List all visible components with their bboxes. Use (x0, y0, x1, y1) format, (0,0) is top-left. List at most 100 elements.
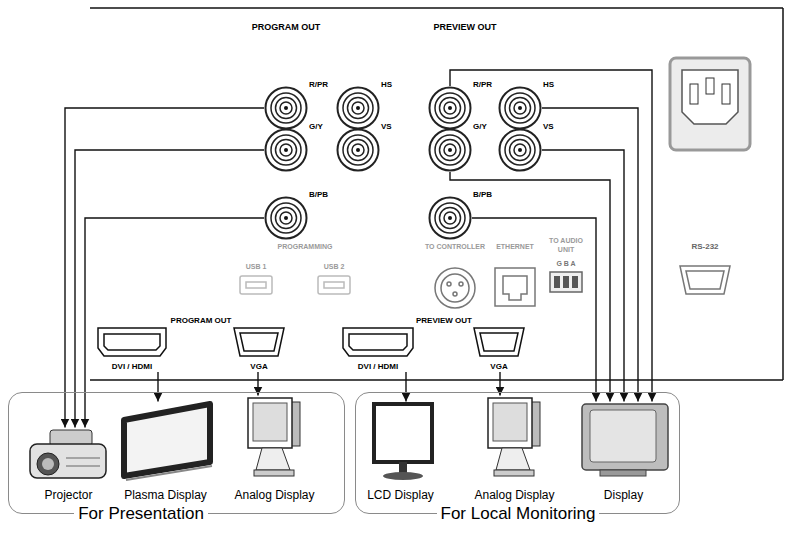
panel-label: TO CONTROLLER (425, 242, 485, 251)
video-cable (542, 108, 638, 402)
bnc-shape (498, 128, 542, 172)
bnc-ring (280, 212, 292, 224)
bnc-ring (280, 144, 292, 156)
bnc-shape (264, 196, 308, 240)
bnc-ring (284, 106, 288, 110)
port-label: DVI / HDMI (112, 362, 152, 372)
bnc-ring (448, 148, 452, 152)
label-holder: RS-232 (691, 242, 718, 252)
label-holder: USB 1 (246, 262, 267, 271)
bnc-ring (505, 135, 535, 165)
panel-outline-part (90, 379, 783, 381)
panel-label: USB 1 (246, 262, 267, 271)
bnc-label: HS (543, 80, 554, 90)
bnc-label: R/PR (473, 80, 492, 90)
bnc-label: HS (381, 80, 392, 90)
bnc-label: B/PB (309, 190, 328, 200)
video-cable (542, 150, 624, 402)
bnc-connector: R/PR (264, 86, 308, 130)
plasma-display-icon-part (126, 466, 212, 480)
bnc-shape (428, 196, 472, 240)
bnc-ring (510, 140, 531, 161)
bnc-ring (348, 140, 369, 161)
power-inlet-part (670, 58, 750, 150)
bnc-ring (352, 144, 364, 156)
rs232-connector-part (680, 266, 730, 294)
bnc-connector: G/Y (264, 128, 308, 172)
xlr-connector-part (447, 282, 451, 286)
panel-outline (90, 8, 783, 380)
bnc-ring (500, 130, 541, 171)
port-label: DVI / HDMI (358, 362, 398, 372)
xlr-connector-part (441, 274, 469, 302)
bnc-ring (276, 140, 297, 161)
label-holder: PREVIEW OUT (433, 22, 496, 33)
power-inlet (670, 58, 750, 150)
power-inlet-part (706, 78, 714, 94)
label-holder: ETHERNET (496, 242, 534, 251)
bnc-shape (336, 128, 380, 172)
bnc-ring (435, 135, 465, 165)
bnc-label: B/PB (473, 190, 492, 200)
label-holder: PROGRAMMING (278, 242, 333, 251)
bnc-ring (276, 98, 297, 119)
bnc-shape (336, 86, 380, 130)
label-holder: PROGRAM OUT (171, 316, 232, 326)
video-port: VGA (472, 326, 526, 372)
video-cable (85, 218, 264, 428)
lcd-display-icon-part (374, 404, 432, 462)
bnc-ring (435, 93, 465, 123)
video-port: VGA (232, 326, 286, 372)
bnc-ring (266, 88, 307, 129)
bnc-label: VS (381, 122, 392, 132)
video-cable (65, 108, 264, 428)
bnc-ring (435, 203, 465, 233)
panel-label: PREVIEW OUT (433, 22, 496, 33)
dvi-connector-part (349, 334, 407, 350)
bnc-ring (440, 208, 461, 229)
panel-label: G B A (556, 259, 575, 268)
panel-label: PROGRAM OUT (171, 316, 232, 326)
bnc-shape (498, 86, 542, 130)
bnc-ring (266, 130, 307, 171)
video-port: DVI / HDMI (96, 326, 168, 372)
vga-connector (234, 328, 524, 356)
dvi-connector-part (104, 334, 160, 350)
bnc-ring (338, 88, 379, 129)
rs232-connector-part (686, 271, 724, 289)
bnc-ring (266, 198, 307, 239)
bnc-ring (356, 148, 360, 152)
bnc-shape (264, 128, 308, 172)
bnc-ring (440, 98, 461, 119)
bnc-label: R/PR (309, 80, 328, 90)
audio-terminal-part (554, 276, 560, 288)
display-device: Analog Display (471, 396, 558, 502)
label-holder: TO CONTROLLER (425, 242, 485, 251)
analog-display-icon-part (256, 448, 290, 470)
group-label: For Presentation (74, 504, 208, 524)
panel-label: PREVIEW OUT (416, 316, 472, 326)
bnc-ring (348, 98, 369, 119)
panel-outline-part (90, 7, 783, 9)
projector-icon-part (66, 466, 100, 467)
bnc-label: G/Y (473, 122, 487, 132)
label-holder: USB 2 (324, 262, 345, 271)
usb-port-part (240, 276, 272, 294)
bnc-ring (356, 106, 360, 110)
bnc-ring (280, 102, 292, 114)
group-label: For Local Monitoring (437, 504, 600, 524)
analog-display-icon (248, 398, 300, 476)
display-device: Projector (28, 428, 110, 502)
bnc-ring (284, 148, 288, 152)
bnc-ring (505, 93, 535, 123)
display-icon-part (600, 470, 646, 476)
panel-label: PROGRAM OUT (252, 22, 321, 33)
usb-port-part (324, 282, 344, 288)
vga-connector-part (480, 333, 518, 351)
xlr-connector-part (435, 268, 475, 308)
audio-terminal-part (572, 276, 578, 288)
projector-icon-part (42, 458, 54, 470)
video-cable (450, 70, 652, 402)
device-group: For PresentationProjectorPlasma DisplayA… (8, 392, 345, 514)
